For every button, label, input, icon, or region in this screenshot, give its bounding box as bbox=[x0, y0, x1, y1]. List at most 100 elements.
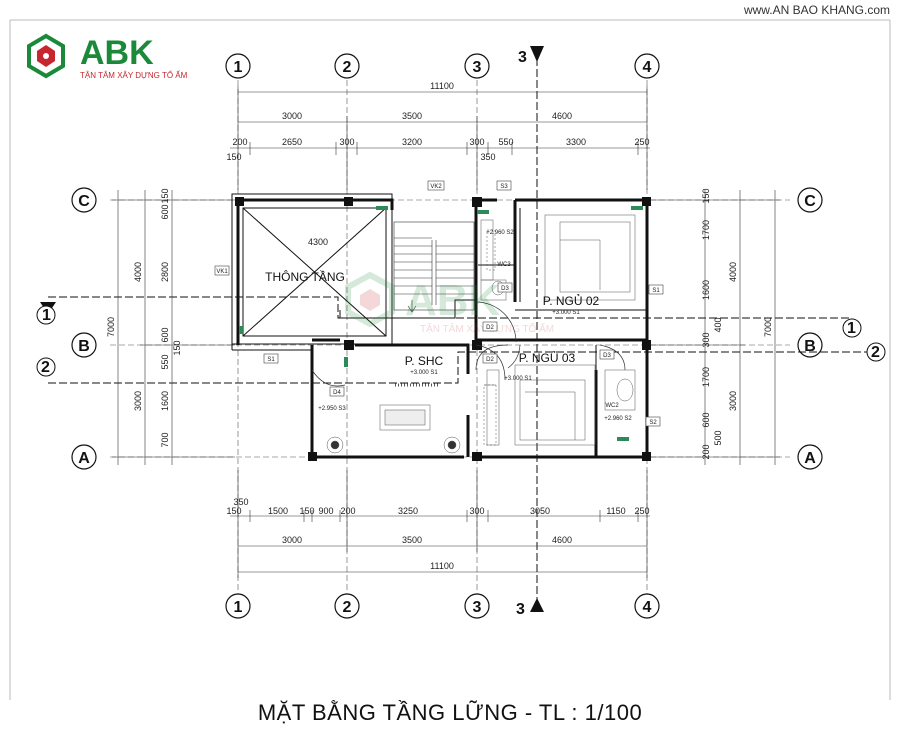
dim-detail: 400 bbox=[713, 317, 723, 332]
room-p-ngu-03: P. NGỦ 03 bbox=[519, 350, 576, 365]
axis-label: 2 bbox=[343, 59, 352, 76]
dim-detail: 300 bbox=[701, 332, 711, 347]
dim-detail: 550 bbox=[160, 354, 170, 369]
axis-label: 2 bbox=[343, 599, 352, 616]
dim-total-top: 11100 bbox=[430, 81, 454, 91]
dim-bay: 3500 bbox=[402, 111, 422, 121]
dim-detail: 2650 bbox=[282, 137, 302, 147]
logo-emblem-icon bbox=[27, 33, 65, 79]
dim-detail: 1600 bbox=[160, 391, 170, 411]
dim-total-bottom: 11100 bbox=[430, 561, 454, 571]
room-wc3: WC3 bbox=[497, 262, 511, 268]
dim-detail: 200 bbox=[232, 137, 247, 147]
dimensions-top bbox=[230, 86, 650, 190]
dimensions-right bbox=[650, 190, 780, 465]
tag-s2: S2 bbox=[649, 420, 657, 426]
dim-detail: 3250 bbox=[398, 506, 418, 516]
axis-bubbles-top: 1 2 3 4 bbox=[225, 53, 660, 79]
logo-graphic: ABK TẬN TÂM XÂY DỰNG TỔ ẤM bbox=[27, 33, 188, 80]
tag-vk2: VK2 bbox=[430, 184, 442, 190]
section-label: 1 bbox=[42, 307, 51, 324]
axis-label: C bbox=[78, 193, 90, 210]
axis-label: B bbox=[804, 338, 816, 355]
dim-detail: 1700 bbox=[701, 367, 711, 387]
stair bbox=[393, 221, 475, 313]
tag-boxes bbox=[214, 180, 664, 427]
section-label: 1 bbox=[847, 320, 856, 337]
axis-label: A bbox=[804, 450, 816, 467]
dim-detail: 3200 bbox=[402, 137, 422, 147]
dim-total-right: 7000 bbox=[763, 317, 773, 337]
axis-label: A bbox=[78, 450, 90, 467]
doors bbox=[311, 301, 626, 387]
dim-detail: 150 bbox=[701, 188, 711, 203]
tag-s1: S1 bbox=[267, 357, 275, 363]
dimensions-left bbox=[112, 190, 235, 465]
tag-d3: D3 bbox=[603, 353, 611, 359]
dim-detail: 300 bbox=[469, 137, 484, 147]
furniture bbox=[326, 214, 636, 454]
axis-bubbles-rows: C B A C B A bbox=[71, 187, 823, 470]
axis-label: 4 bbox=[643, 599, 652, 616]
dim-detail: 1700 bbox=[701, 220, 711, 240]
logo-tagline: TẬN TÂM XÂY DỰNG TỔ ẤM bbox=[80, 70, 188, 80]
axis-bubbles-bottom: 1 2 3 4 bbox=[225, 593, 660, 619]
axis-label: 3 bbox=[473, 59, 482, 76]
section-markers: 1 2 1 2 bbox=[36, 302, 886, 377]
abk-watermark: ABK TẬN TÂM XÂY DỰNG TỔ ẤM bbox=[345, 271, 554, 335]
dim-detail: 200 bbox=[340, 506, 355, 516]
section-label: 2 bbox=[871, 344, 880, 361]
thin-walls bbox=[231, 193, 647, 370]
axis-label: 3 bbox=[473, 599, 482, 616]
stair-treads bbox=[394, 237, 474, 295]
dim-bay: 4600 bbox=[552, 535, 572, 545]
axis-label: 1 bbox=[234, 59, 243, 76]
section-3-line: 3 3 bbox=[516, 46, 544, 618]
dim-bay: 3000 bbox=[282, 111, 302, 121]
dim-detail: 700 bbox=[160, 432, 170, 447]
dim-detail: 2800 bbox=[160, 262, 170, 282]
room-p-ngu-02: P. NGỦ 02 bbox=[543, 293, 600, 308]
dim-detail: 150 bbox=[226, 506, 241, 516]
room-thong-tang: THÔNG TẦNG bbox=[265, 269, 345, 284]
tag-d3: D3 bbox=[501, 286, 509, 292]
website-url: www.AN BAO KHANG.com bbox=[743, 3, 890, 17]
dimensions-bottom bbox=[230, 470, 650, 578]
dim-detail: 1600 bbox=[701, 280, 711, 300]
level-tag: +2.960 S2 bbox=[604, 416, 632, 422]
dim-detail: 250 bbox=[634, 137, 649, 147]
section-label: 3 bbox=[516, 601, 525, 618]
dim-extra: 350 bbox=[233, 497, 248, 507]
dim-sub: 150 bbox=[226, 152, 241, 162]
dim-detail: 550 bbox=[498, 137, 513, 147]
dim-detail: 250 bbox=[634, 506, 649, 516]
tag-vk1: VK1 bbox=[216, 269, 228, 275]
level-tag: +3.000 S1 bbox=[504, 376, 532, 382]
dim-detail: 300 bbox=[469, 506, 484, 516]
room-p-shc: P. SHC bbox=[405, 354, 444, 368]
axis-label: B bbox=[78, 338, 90, 355]
dim-detail: 3300 bbox=[566, 137, 586, 147]
level-tag: +2.960 S2 bbox=[486, 230, 514, 236]
dim-detail: 300 bbox=[339, 137, 354, 147]
axis-label: C bbox=[804, 193, 816, 210]
dim-bay: 3000 bbox=[282, 535, 302, 545]
dim-detail: 600 bbox=[160, 204, 170, 219]
dim-detail: 150 bbox=[160, 188, 170, 203]
dim-detail: 600 bbox=[701, 412, 711, 427]
section-label: 3 bbox=[518, 49, 527, 66]
section-lines-horizontal bbox=[48, 296, 875, 384]
dim-detail: 200 bbox=[701, 444, 711, 459]
dim-sub: 350 bbox=[480, 152, 495, 162]
dim-detail: 1500 bbox=[268, 506, 288, 516]
tag-s1: S1 bbox=[652, 288, 660, 294]
level-tag: +3.000 S1 bbox=[410, 370, 438, 376]
dim-detail: 150 bbox=[172, 340, 182, 355]
level-tag: +2.950 S3 bbox=[318, 406, 346, 412]
span-label: 4300 bbox=[308, 237, 328, 247]
dim-bay: 4000 bbox=[728, 262, 738, 282]
dim-detail: 150 bbox=[299, 506, 314, 516]
tag-d4: D4 bbox=[333, 390, 341, 396]
dim-detail: 1150 bbox=[606, 506, 625, 516]
section-label: 2 bbox=[41, 359, 50, 376]
